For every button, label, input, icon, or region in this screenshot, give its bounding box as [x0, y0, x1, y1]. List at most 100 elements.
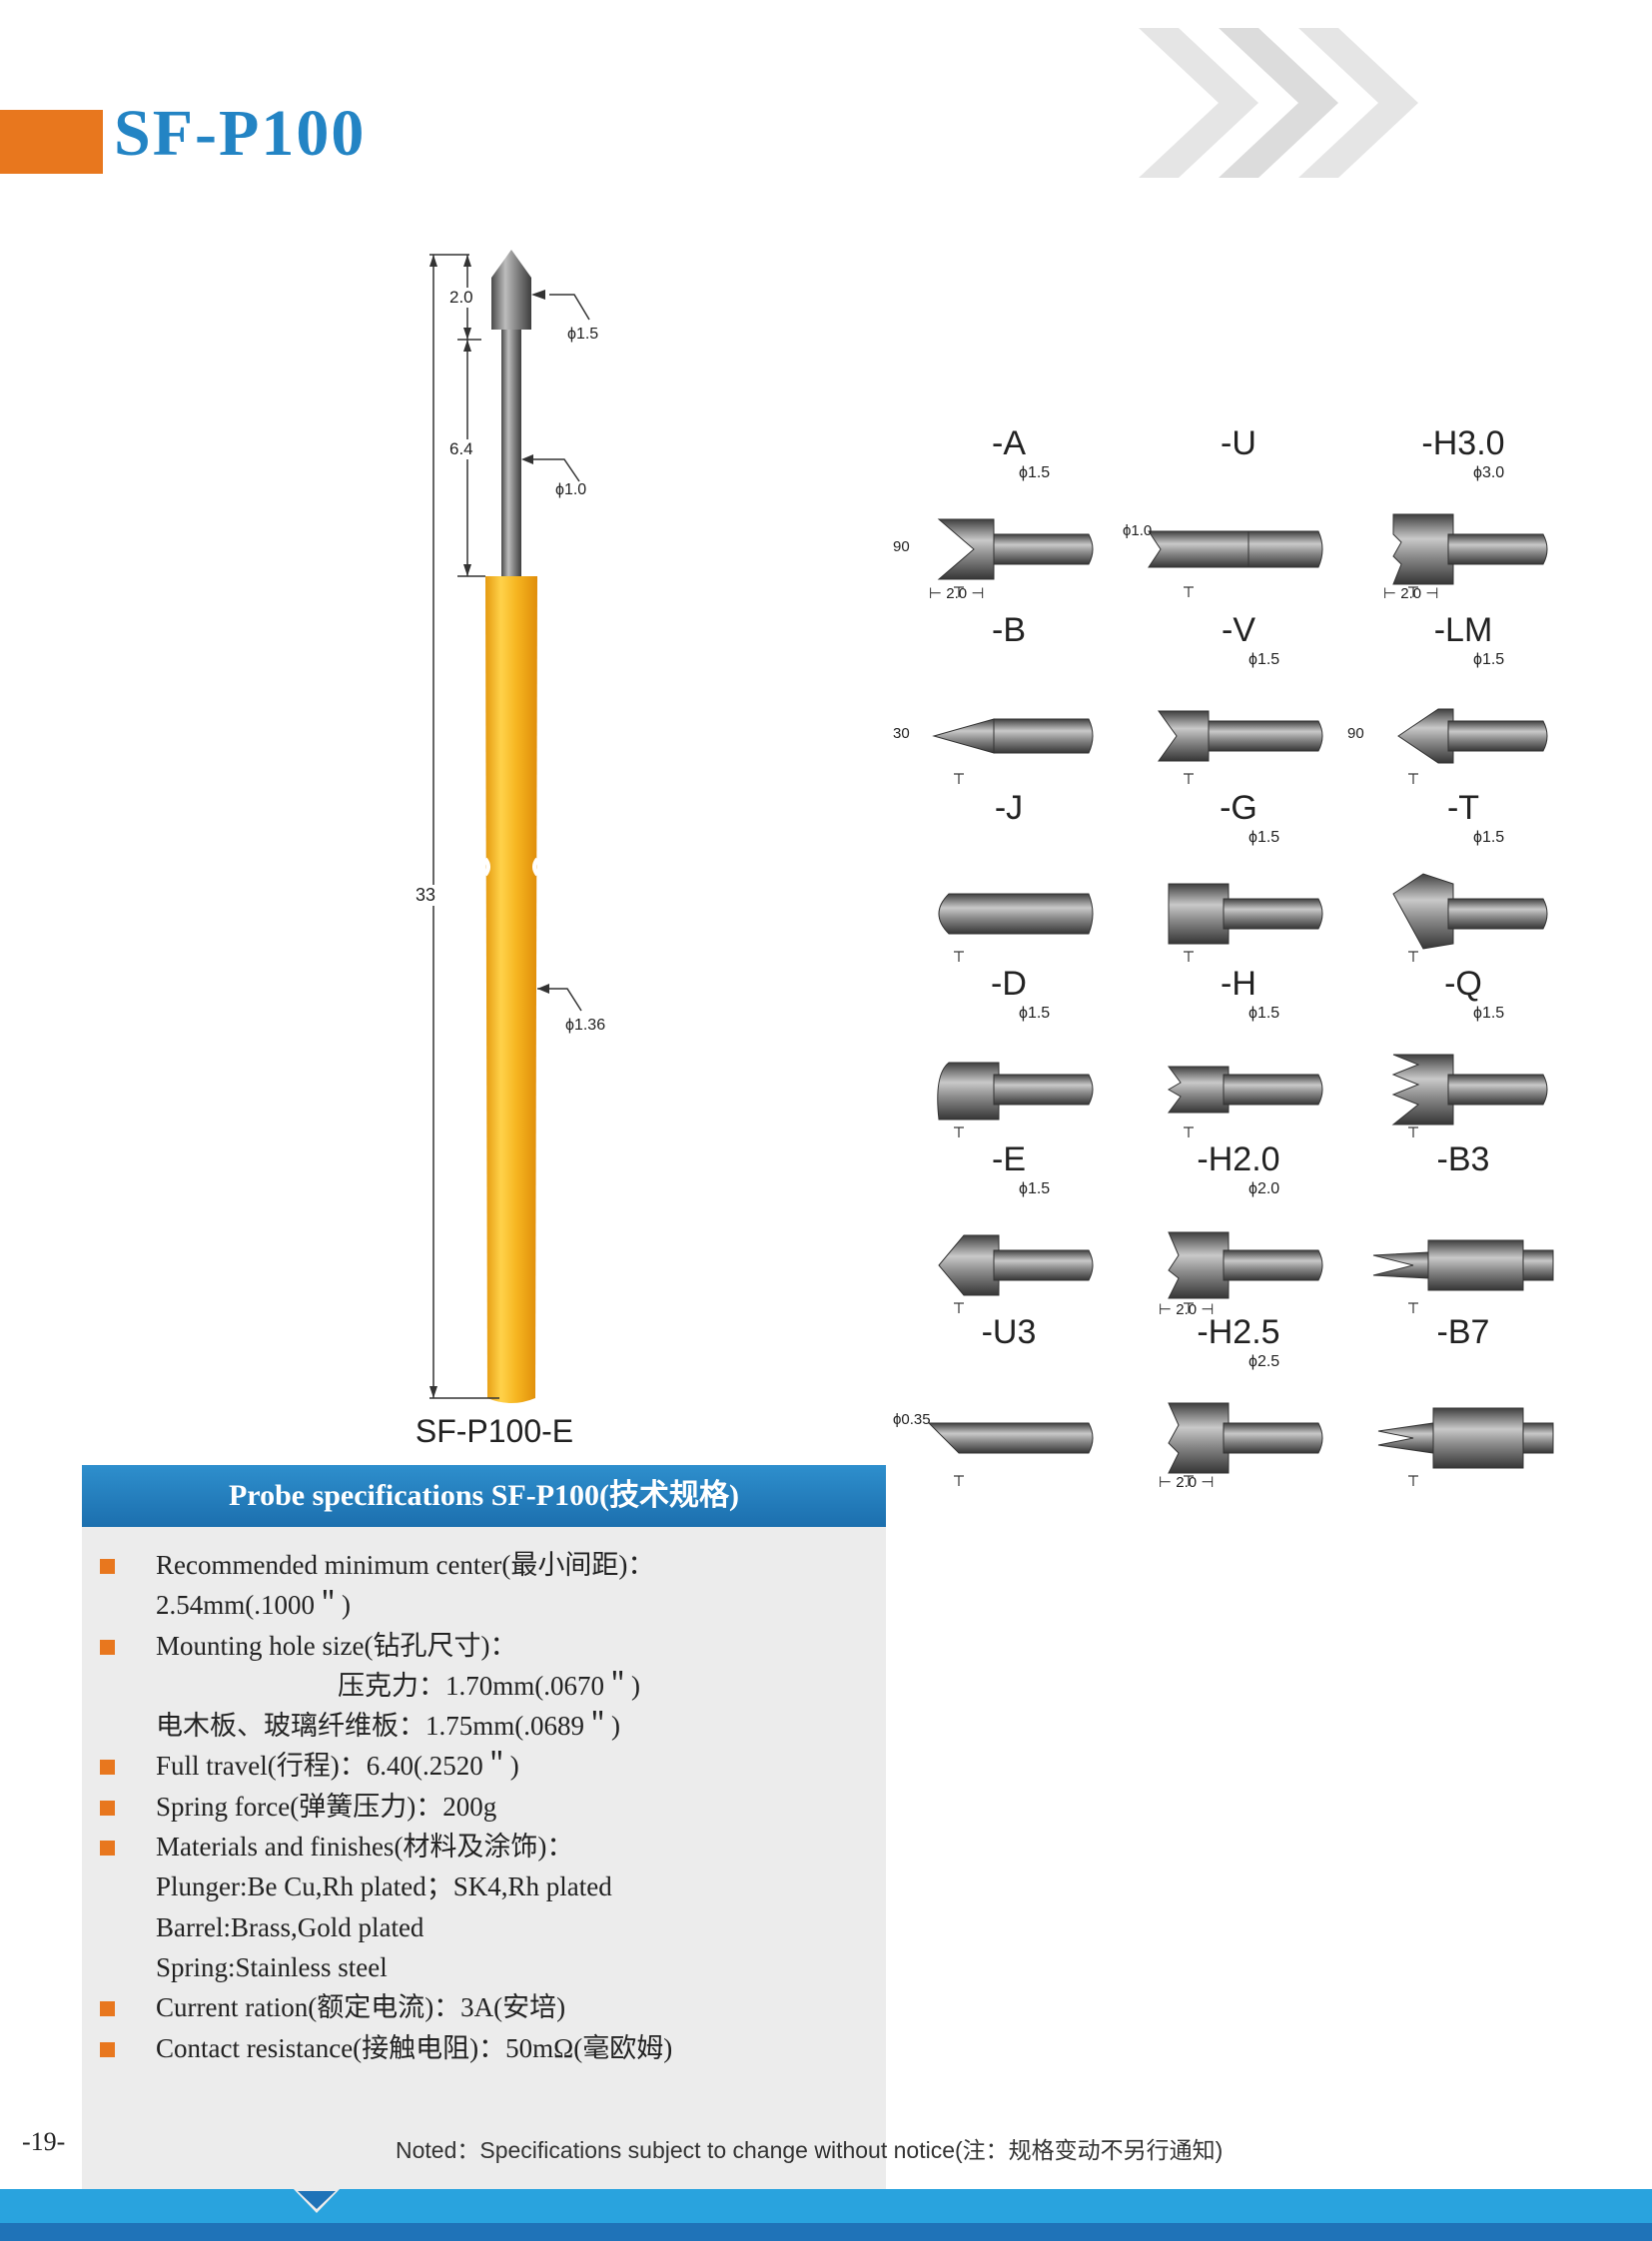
- tip-variant: -U3 ϕ0.35: [893, 1313, 1119, 1493]
- tip-dimension-label: ϕ0.35: [893, 1411, 931, 1428]
- square-bullet-icon: [100, 1639, 115, 1655]
- dim-barrel-diameter: ϕ1.36: [565, 1017, 606, 1034]
- tip-length-label: ⊢ 2.0 ⊣: [1159, 1474, 1215, 1491]
- spec-line-text: Spring:Stainless steel: [156, 1951, 388, 1982]
- spec-line-text: Full travel(行程)：6.40(.2520＂): [156, 1751, 519, 1782]
- tip-code-label: -D: [991, 965, 1027, 1003]
- probe-plunger: [501, 330, 521, 629]
- tip-shape-icon: [932, 718, 1094, 784]
- spec-line: Materials and finishes(材料及涂饰)：: [82, 1827, 886, 1867]
- tip-shape-icon: [1392, 873, 1548, 962]
- spec-list: Recommended minimum center(最小间距)：2.54mm(…: [82, 1545, 886, 2068]
- tip-shape-icon: [1168, 883, 1323, 962]
- spec-line: Full travel(行程)：6.40(.2520＂): [82, 1746, 886, 1786]
- tip-code-label: -T: [1446, 789, 1480, 827]
- tip-shape-icon: [1391, 1054, 1548, 1137]
- spec-line-text: 压克力：1.70mm(.0670＂): [338, 1670, 640, 1701]
- spec-line: Contact resistance(接触电阻)：50mΩ(毫欧姆): [82, 2028, 886, 2068]
- square-bullet-icon: [100, 1559, 115, 1574]
- tip-dimension-label: ϕ1.5: [1248, 829, 1280, 846]
- tip-dimension-label: ϕ1.5: [1473, 651, 1505, 668]
- tip-code-label: -U3: [981, 1313, 1037, 1351]
- tip-variant: -U ϕ1.0: [1123, 424, 1348, 604]
- tip-code-label: -U: [1221, 424, 1256, 462]
- spec-line-text: Barrel:Brass,Gold plated: [156, 1911, 424, 1942]
- tip-shape-icon: [1158, 710, 1323, 784]
- bottom-strip-dark: [0, 2223, 1652, 2241]
- tip-variant: -D ϕ1.5: [899, 965, 1119, 1144]
- tip-code-label: -V: [1222, 611, 1255, 649]
- tip-shape-icon: [937, 1062, 1094, 1137]
- tip-shape-icon: [1372, 1239, 1554, 1313]
- tip-dimension-label: ϕ2.5: [1248, 1353, 1280, 1370]
- tip-code-label: -H: [1221, 965, 1256, 1003]
- spec-line: 压克力：1.70mm(.0670＂): [82, 1666, 886, 1706]
- tip-shape-icon: [1392, 513, 1548, 597]
- tip-dimension-label: ϕ1.5: [1019, 1005, 1051, 1022]
- spec-line-text: Current ration(额定电流)：3A(安培): [156, 1992, 566, 2023]
- dim-plunger-length: 6.4: [449, 439, 473, 459]
- tip-dimension-label: ϕ2.0: [1248, 1180, 1280, 1197]
- spec-line-text: Contact resistance(接触电阻)：50mΩ(毫欧姆): [156, 2032, 673, 2063]
- tip-code-label: -B7: [1436, 1313, 1490, 1351]
- tip-variant: -H2.5 ϕ2.5 ⊢ 2.0 ⊣: [1129, 1313, 1348, 1493]
- tip-variant: -B3: [1353, 1140, 1573, 1320]
- spec-line: 电木板、玻璃纤维板：1.75mm(.0689＂): [82, 1706, 886, 1746]
- spec-line: Barrel:Brass,Gold plated: [82, 1907, 886, 1947]
- tip-shape-icon: [938, 893, 1094, 962]
- dim-plunger-diameter: ϕ1.0: [555, 481, 587, 498]
- tip-dimension-label: ϕ1.5: [1019, 464, 1051, 481]
- tip-angle-label: 90: [1347, 725, 1364, 742]
- spec-line: 2.54mm(.1000＂): [82, 1585, 886, 1625]
- square-bullet-icon: [100, 1841, 115, 1857]
- tip-shape-icon: [938, 1234, 1094, 1313]
- tip-dimension-label: ϕ1.0: [1123, 522, 1153, 539]
- tip-code-label: -B: [992, 611, 1026, 649]
- tip-angle-label: 90: [893, 538, 910, 555]
- tip-code-label: -Q: [1444, 965, 1482, 1003]
- tip-code-label: -B3: [1436, 1140, 1490, 1178]
- main-probe-caption: SF-P100-E: [414, 1413, 574, 1449]
- tip-length-label: ⊢ 2.0 ⊣: [1383, 585, 1439, 602]
- spec-line-text: 2.54mm(.1000＂): [156, 1590, 351, 1621]
- header-accent-bar: [0, 110, 103, 174]
- tip-shape-icon: [1168, 1231, 1323, 1313]
- probe-tip: [491, 250, 531, 330]
- tip-code-label: -A: [992, 424, 1026, 462]
- tip-code-label: -H2.5: [1197, 1313, 1280, 1351]
- spec-line: Plunger:Be Cu,Rh plated；SK4,Rh plated: [82, 1867, 886, 1906]
- tip-shape-icon: [1148, 530, 1323, 597]
- tip-variant: -H ϕ1.5: [1129, 965, 1348, 1144]
- tip-dimension-label: ϕ3.0: [1473, 464, 1505, 481]
- tip-shape-icon: [1168, 1402, 1323, 1486]
- square-bullet-icon: [100, 1800, 115, 1816]
- tip-shape-icon: [1168, 1066, 1323, 1137]
- spec-line-text: Spring force(弹簧压力)：200g: [156, 1791, 497, 1822]
- square-bullet-icon: [100, 2001, 115, 2017]
- tip-variant: -B7: [1353, 1313, 1573, 1493]
- tip-shape-icon: [1377, 1407, 1554, 1486]
- square-bullet-icon: [100, 2041, 115, 2057]
- dim-tip-diameter: ϕ1.5: [567, 326, 599, 343]
- spec-line: Mounting hole size(钻孔尺寸)：: [82, 1626, 886, 1666]
- spec-line-text: Plunger:Be Cu,Rh plated；SK4,Rh plated: [156, 1871, 612, 1902]
- tip-shape-icon: [1397, 708, 1548, 784]
- dim-tip-length: 2.0: [449, 288, 473, 308]
- tip-shape-icon: [937, 518, 1094, 597]
- tip-variant: -E ϕ1.5: [899, 1140, 1119, 1320]
- tip-dimension-label: ϕ1.5: [1248, 1005, 1280, 1022]
- tip-dimension-label: ϕ1.5: [1019, 1180, 1051, 1197]
- spec-line-text: 电木板、玻璃纤维板：1.75mm(.0689＂): [156, 1711, 620, 1742]
- tip-dimension-label: ϕ1.5: [1248, 651, 1280, 668]
- triangle-marker-icon: [292, 2187, 342, 2213]
- spec-line: Spring:Stainless steel: [82, 1947, 886, 1987]
- spec-title: Probe specifications SF-P100(技术规格): [82, 1465, 886, 1527]
- tip-code-label: -E: [992, 1140, 1026, 1178]
- spec-line: Current ration(额定电流)：3A(安培): [82, 1987, 886, 2027]
- chevron-decoration-icon: [1139, 28, 1418, 178]
